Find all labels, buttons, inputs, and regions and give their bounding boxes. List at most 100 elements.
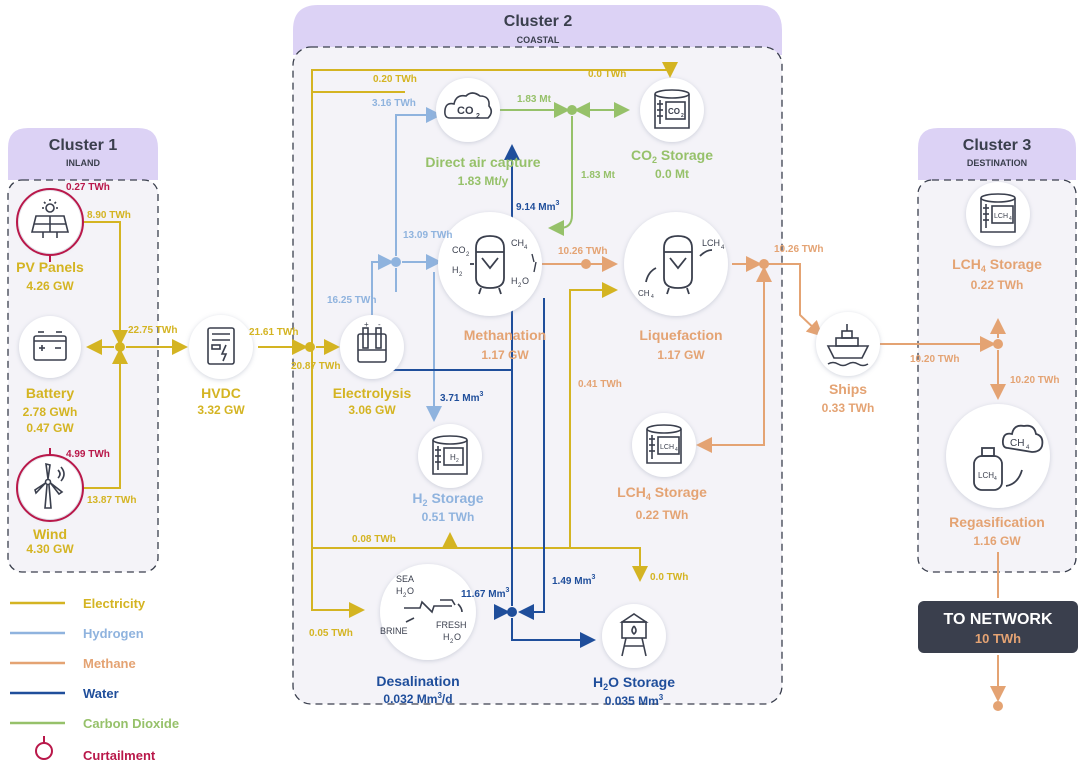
battery-power: 0.47 GW (26, 421, 74, 435)
cluster-2: Cluster 2 COASTAL (292, 5, 783, 705)
electrolysis-node: + - (340, 315, 404, 379)
desal-h2o-sub: 2 (403, 593, 407, 599)
desal-sea-text: SEA (396, 574, 414, 584)
desalination-node: SEA H 2 O BRINE FRESH H 2 O (380, 564, 476, 660)
flow-wind-out: 13.87 TWh (87, 495, 136, 506)
meth-h2o-text: H (511, 276, 518, 286)
legend-hydrogen: Hydrogen (83, 626, 144, 641)
lch4-storage-c3-capacity: 0.22 TWh (971, 278, 1024, 292)
battery-energy: 2.78 GWh (23, 405, 78, 419)
meth-co2-sub: 2 (466, 252, 470, 258)
methanation-name: Methanation (464, 327, 546, 343)
cluster-3-title: Cluster 3 (963, 137, 1032, 154)
storage-tank-icon (432, 435, 468, 475)
cluster-2-subtitle: COASTAL (517, 35, 560, 45)
dac-capacity: 1.83 Mt/y (458, 174, 509, 188)
flow-ch4-methanation-out: 10.26 TWh (558, 246, 607, 257)
liquefaction-reactor-icon (645, 235, 713, 295)
lch4c3-icon-text: LCH (994, 213, 1008, 220)
junction-dots (115, 105, 1003, 711)
flow-to-electrolysis: 20.87 TWh (291, 361, 340, 372)
co2-cloud-icon: CO 2 (444, 92, 493, 120)
cluster-1-title: Cluster 1 (49, 137, 118, 154)
wind-capacity: 4.30 GW (26, 542, 74, 556)
node-labels: PV Panels 4.26 GW Battery 2.78 GWh 0.47 … (16, 147, 1045, 708)
co2-storage-icon-text: CO (668, 107, 680, 116)
desal-h2o-o: O (407, 586, 414, 596)
cluster-1-subtitle: INLAND (66, 158, 100, 168)
direct-air-capture-node: CO 2 (436, 78, 500, 142)
curtailment-icon (35, 736, 53, 760)
regas-lch4-text: LCH (978, 471, 994, 480)
to-network-title: TO NETWORK (943, 611, 1052, 628)
meth-h2o-o: O (522, 276, 529, 286)
flow-wind-curtailment: 4.99 TWh (66, 449, 110, 460)
meth-h2o-sub: 2 (518, 283, 522, 289)
flow-lines (82, 62, 1006, 702)
flow-ships-out: 10.20 TWh (910, 354, 959, 365)
wind-name: Wind (33, 526, 67, 542)
wind-turbine-icon (34, 462, 65, 509)
desalination-name: Desalination (376, 673, 459, 689)
legend-curtailment: Curtailment (83, 748, 156, 763)
desal-brine-text: BRINE (380, 626, 408, 636)
co2-icon-sub: 2 (476, 113, 480, 120)
h2stor-icon-text: H (450, 453, 456, 462)
flow-hvdc-out: 21.61 TWh (249, 327, 298, 338)
legend-methane: Methane (83, 656, 136, 671)
wind-node (16, 448, 84, 522)
to-network-box: TO NETWORK 10 TWh (918, 601, 1078, 653)
dac-name: Direct air capture (425, 154, 540, 170)
ships-capacity: 0.33 TWh (822, 401, 875, 415)
liquefaction-name: Liquefaction (639, 327, 722, 343)
desalination-capacity: 0.032 Mm3/d (383, 691, 452, 706)
battery-node (19, 316, 81, 378)
h2-storage-name: H2 Storage (412, 490, 483, 508)
electrolysis-capacity: 3.06 GW (348, 403, 396, 417)
liq-ch4-sub: 4 (651, 294, 654, 300)
solar-panel-icon (30, 199, 70, 238)
flow-h2-to-methanation: 13.09 TWh (403, 230, 452, 241)
regasification-capacity: 1.16 GW (973, 534, 1021, 548)
flow-water-to-dac: 9.14 Mm3 (516, 200, 559, 213)
liq-lch4-text: LCH (702, 238, 720, 248)
desal-fresh-h2o-text: H (443, 632, 450, 642)
hvdc-capacity: 3.32 GW (197, 403, 245, 417)
flow-pv-curtailment: 0.27 TWh (66, 182, 110, 193)
h2o-storage-capacity: 0.035 Mm3 (605, 693, 664, 708)
cluster-2-title: Cluster 2 (504, 13, 573, 30)
svg-text:+: + (364, 320, 369, 329)
flow-desalination-out: 11.67 Mm3 (461, 587, 509, 600)
flow-methanation-water: 1.49 Mm3 (552, 574, 595, 587)
electrolysis-name: Electrolysis (333, 385, 412, 401)
desal-h2o-text: H (396, 586, 403, 596)
battery-icon (33, 331, 67, 361)
pv-capacity: 4.26 GW (26, 279, 74, 293)
meth-co2-text: CO (452, 245, 466, 255)
flow-ch4-liquefaction-out: 10.26 TWh (774, 244, 823, 255)
co2-storage-icon-sub: 2 (681, 113, 684, 119)
flow-to-regasification: 10.20 TWh (1010, 375, 1059, 386)
storage-tank-icon (980, 193, 1016, 233)
flow-water-to-electrolysis: 3.71 Mm3 (440, 391, 483, 404)
legend-carbon-dioxide: Carbon Dioxide (83, 716, 179, 731)
flow-labels: 0.27 TWh 8.90 TWh 22.75 TWh 4.99 TWh 13.… (66, 69, 1059, 639)
storage-tank-icon (646, 424, 682, 464)
regas-lch4-sub: 4 (994, 476, 997, 482)
h2stor-icon-sub: 2 (456, 458, 459, 464)
lch4c2-icon-text: LCH (660, 444, 674, 451)
electrolysis-cell-icon: + - (357, 320, 387, 363)
lch4-storage-c2-capacity: 0.22 TWh (636, 508, 689, 522)
lch4c2-icon-sub: 4 (675, 447, 678, 453)
to-network-value: 10 TWh (975, 631, 1021, 646)
co2-storage-node: CO 2 (640, 78, 704, 142)
svg-text:-: - (378, 320, 381, 329)
desal-fresh-h2o-sub: 2 (450, 639, 454, 645)
legend-water: Water (83, 686, 119, 701)
desalination-icon (404, 599, 463, 623)
meth-ch4-text: CH (511, 238, 524, 248)
h2o-storage-name: H2O Storage (593, 674, 675, 692)
meth-ch4-sub: 4 (524, 245, 528, 251)
